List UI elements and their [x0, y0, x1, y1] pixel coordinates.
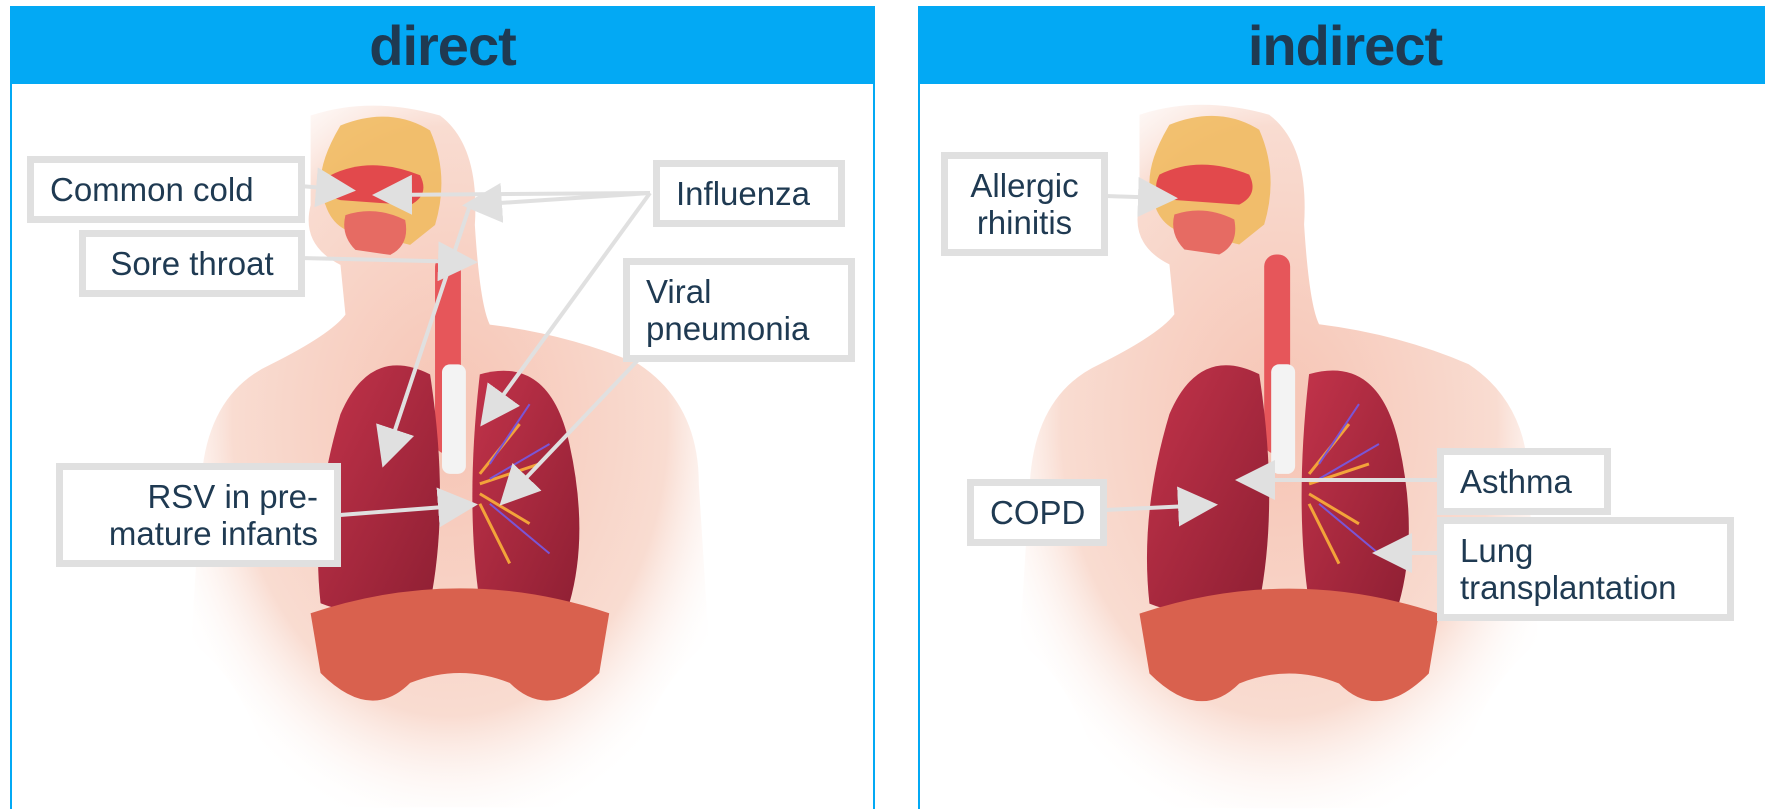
- label-viral-pneumonia-line-1: Viral: [646, 273, 832, 310]
- label-allergic-rhinitis-line-2: rhinitis: [964, 204, 1085, 241]
- label-viral-pneumonia-line-2: pneumonia: [646, 310, 832, 347]
- label-asthma: Asthma: [1437, 448, 1611, 515]
- label-common-cold: Common cold: [27, 156, 305, 223]
- label-common-cold-text: Common cold: [50, 171, 254, 208]
- direct-panel-title: direct: [12, 6, 873, 84]
- label-lung-transplantation-line-1: Lung: [1460, 532, 1711, 569]
- label-sore-throat: Sore throat: [79, 230, 305, 297]
- label-allergic-rhinitis-line-1: Allergic: [964, 167, 1085, 204]
- direct-panel: direct: [10, 6, 875, 809]
- label-sore-throat-text: Sore throat: [110, 245, 273, 282]
- label-copd-text: COPD: [990, 494, 1085, 531]
- label-lung-transplantation: Lung transplantation: [1437, 517, 1734, 621]
- label-rsv: RSV in pre- mature infants: [56, 463, 341, 567]
- label-asthma-text: Asthma: [1460, 463, 1572, 500]
- label-allergic-rhinitis: Allergic rhinitis: [941, 152, 1108, 256]
- label-copd: COPD: [967, 479, 1107, 546]
- indirect-panel-title: indirect: [920, 6, 1765, 84]
- indirect-panel: indirect: [918, 6, 1765, 809]
- label-lung-transplantation-line-2: transplantation: [1460, 569, 1711, 606]
- label-rsv-line-1: RSV in pre-: [79, 478, 318, 515]
- label-influenza: Influenza: [653, 160, 845, 227]
- label-rsv-line-2: mature infants: [79, 515, 318, 552]
- label-viral-pneumonia: Viral pneumonia: [623, 258, 855, 362]
- label-influenza-text: Influenza: [676, 175, 810, 212]
